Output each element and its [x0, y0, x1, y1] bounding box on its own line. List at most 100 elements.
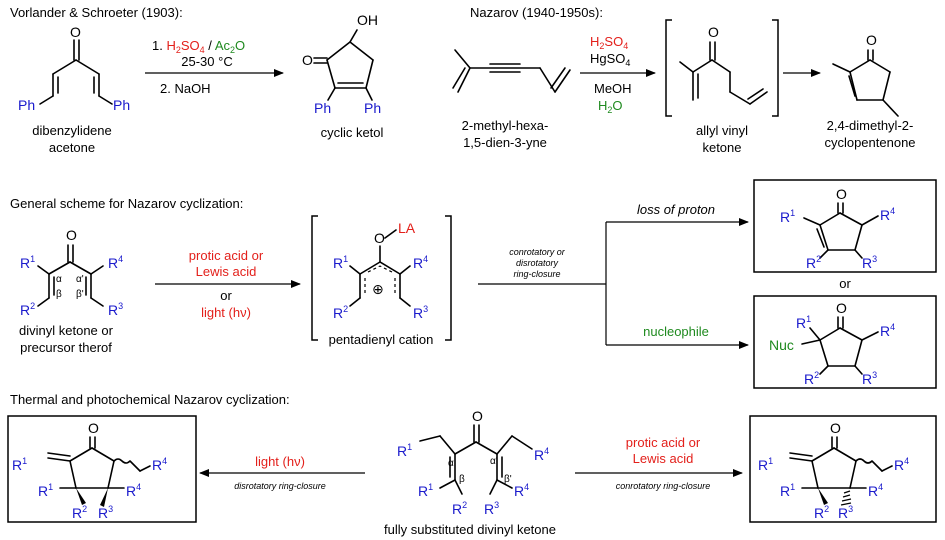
conrotatory-product-box [749, 415, 937, 523]
photochemical-reagent: light (hν) [255, 454, 305, 469]
svg-text:O: O [830, 420, 841, 436]
conrotatory-label: conrotatory ring-closure [616, 481, 711, 491]
thermal-photochemical-section: Thermal and photochemical Nazarov cycliz… [7, 392, 937, 537]
svg-text:R4: R4 [894, 456, 909, 473]
svg-text:R3: R3 [862, 370, 877, 387]
ring-closure-line3: ring-closure [513, 269, 560, 279]
right-bracket [772, 19, 779, 117]
allyl-vinyl-ketone-name-line2: ketone [702, 140, 741, 155]
svg-text:β: β [459, 474, 465, 485]
svg-text:Ph: Ph [314, 100, 331, 116]
general-scheme-title: General scheme for Nazarov cyclization: [10, 196, 243, 211]
thermal-title: Thermal and photochemical Nazarov cycliz… [10, 392, 290, 407]
svg-text:α': α' [490, 456, 498, 467]
svg-text:O: O [302, 52, 313, 68]
svg-text:R3: R3 [862, 254, 877, 271]
svg-text:R4: R4 [868, 482, 883, 499]
svg-text:R2: R2 [814, 504, 829, 521]
svg-text:R1: R1 [20, 254, 35, 271]
svg-text:α': α' [76, 274, 84, 285]
nucleophile-atom: Nuc [769, 337, 794, 353]
cation-right-bracket [445, 215, 452, 341]
svg-text:R1: R1 [758, 456, 773, 473]
svg-text:O: O [472, 408, 483, 424]
trapping-product-structure: O R1 Nuc R4 R2 R3 [769, 300, 895, 387]
allyl-vinyl-ketone-name-line1: allyl vinyl [696, 123, 748, 138]
vorlander-reagent-2: 2. NaOH [160, 81, 211, 96]
svg-text:R1: R1 [780, 208, 795, 225]
nazarov-reagent-water: H2O [598, 98, 623, 115]
svg-text:R1: R1 [333, 254, 348, 271]
svg-text:OH: OH [357, 12, 378, 28]
cyclopentenone-structure: O [832, 32, 899, 117]
products-or: or [839, 276, 851, 291]
ring-closure-line1: conrotatory or [509, 247, 566, 257]
cation-left-bracket [311, 215, 318, 341]
vorlander-title: Vorlander & Schroeter (1903): [10, 5, 183, 20]
enyne-structure [452, 49, 571, 93]
svg-text:R1: R1 [418, 482, 433, 499]
activation-light: light (hν) [201, 305, 251, 320]
svg-text:R3: R3 [108, 301, 123, 318]
enyne-name-line1: 2-methyl-hexa- [462, 118, 549, 133]
nazarov-section: Nazarov (1940-1950s): 2-methyl-hexa- 1,5… [452, 5, 916, 155]
svg-text:O: O [70, 24, 81, 40]
activation-reagent-line2: Lewis acid [196, 264, 257, 279]
dibenzylidene-name-line2: acetone [49, 140, 95, 155]
svg-text:β': β' [76, 289, 84, 300]
disrotatory-product-structure: O R1 R4 R1 R4 R2 R3 [12, 420, 167, 521]
svg-text:R3: R3 [484, 500, 499, 517]
dibenzylidene-name-line1: dibenzylidene [32, 123, 112, 138]
svg-text:R2: R2 [806, 254, 821, 271]
svg-text:R4: R4 [880, 322, 895, 339]
divinyl-ketone-name-line1: divinyl ketone or [19, 323, 114, 338]
svg-text:O: O [88, 420, 99, 436]
vorlander-section: Vorlander & Schroeter (1903): O Ph Ph di… [10, 5, 384, 155]
svg-text:O: O [66, 227, 77, 243]
enyne-name-line2: 1,5-dien-3-yne [463, 135, 547, 150]
svg-text:O: O [836, 300, 847, 316]
svg-text:⊕: ⊕ [372, 281, 384, 297]
svg-text:O: O [836, 186, 847, 202]
svg-text:O: O [374, 230, 385, 246]
svg-text:R4: R4 [108, 254, 123, 271]
vorlander-condition: 25-30 °C [181, 54, 232, 69]
pentadienyl-cation-name: pentadienyl cation [329, 332, 434, 347]
activation-or: or [220, 288, 232, 303]
svg-text:R1: R1 [796, 314, 811, 331]
fully-substituted-divinyl-ketone-structure: O R1 R4 R1 R4 R2 R3 α α' β β [397, 408, 549, 517]
svg-text:R1: R1 [12, 456, 27, 473]
svg-text:α: α [448, 458, 454, 469]
elimination-product-structure: O R1 R4 R2 R3 [780, 186, 895, 271]
elimination-product-box [753, 179, 937, 273]
nucleophile-label: nucleophile [643, 324, 709, 339]
acid-reagent-line2: Lewis acid [633, 451, 694, 466]
vorlander-reagent-1: 1. H2SO4 / Ac2O [152, 38, 245, 55]
nazarov-reagent-hgso4: HgSO4 [590, 51, 630, 68]
svg-text:R2: R2 [72, 504, 87, 521]
nazarov-title: Nazarov (1940-1950s): [470, 5, 603, 20]
svg-text:R4: R4 [514, 482, 529, 499]
svg-text:R1: R1 [397, 442, 412, 459]
svg-text:LA: LA [398, 220, 416, 236]
svg-text:R4: R4 [413, 254, 428, 271]
svg-text:R4: R4 [534, 446, 549, 463]
svg-text:R2: R2 [804, 370, 819, 387]
svg-text:R3: R3 [838, 504, 853, 521]
conrotatory-product-structure: O R1 R4 R1 R4 R2 R3 [758, 420, 909, 521]
svg-text:O: O [866, 32, 877, 48]
divinyl-ketone-structure: O R1 R4 R2 R3 α α' β β' [20, 227, 123, 318]
disrotatory-product-box [7, 415, 197, 523]
svg-text:R4: R4 [126, 482, 141, 499]
ring-closure-line2: disrotatory [516, 258, 559, 268]
svg-text:R3: R3 [413, 304, 428, 321]
svg-text:R4: R4 [152, 456, 167, 473]
cyclopentenone-name-line1: 2,4-dimethyl-2- [827, 118, 914, 133]
cyclopentenone-name-line2: cyclopentenone [824, 135, 915, 150]
nazarov-reagent-h2so4: H2SO4 [590, 34, 628, 51]
allyl-vinyl-ketone-structure: O [679, 24, 768, 105]
svg-text:R2: R2 [20, 301, 35, 318]
fully-substituted-name: fully substituted divinyl ketone [384, 522, 556, 537]
activation-reagent-line1: protic acid or [189, 248, 264, 263]
